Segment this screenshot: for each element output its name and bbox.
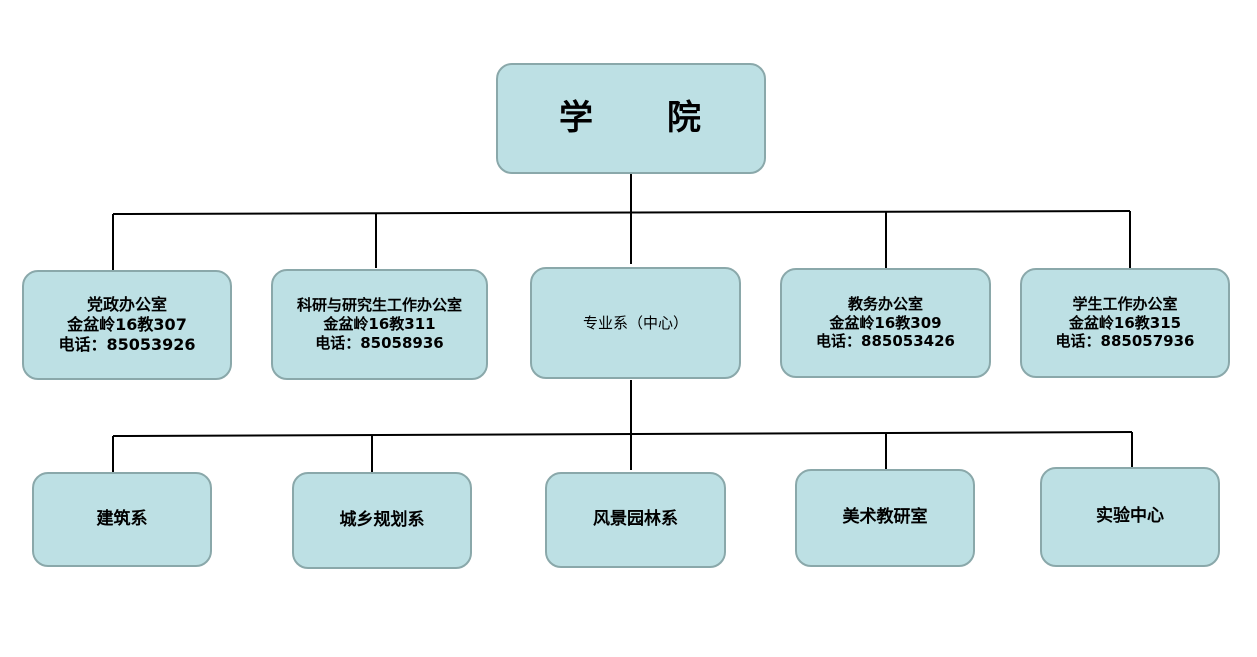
department-name: 党政办公室 <box>86 295 167 314</box>
department-location: 金盆岭16教307 <box>67 315 187 334</box>
department-node-research-office: 科研与研究生工作办公室 金盆岭16教311 电话：85058936 <box>271 269 488 380</box>
root-label: 学 院 <box>559 98 703 139</box>
unit-node-lab-center: 实验中心 <box>1040 467 1220 567</box>
level1-bus <box>112 210 1131 215</box>
unit-node-urban-planning: 城乡规划系 <box>292 472 472 569</box>
department-node-party-office: 党政办公室 金盆岭16教307 电话：85053926 <box>22 270 232 380</box>
unit-name: 建筑系 <box>96 508 148 529</box>
department-name: 专业系（中心） <box>582 313 688 332</box>
unit-name: 城乡规划系 <box>339 509 425 530</box>
unit-node-landscape: 风景园林系 <box>545 472 726 568</box>
unit-name: 风景园林系 <box>593 509 678 530</box>
unit-node-fine-arts: 美术教研室 <box>795 469 975 567</box>
department-location: 金盆岭16教315 <box>1068 313 1182 332</box>
department-phone: 电话：85053926 <box>58 335 196 354</box>
unit-node-architecture: 建筑系 <box>32 472 212 567</box>
root-node: 学 院 <box>496 63 766 174</box>
department-node-professional-departments: 专业系（中心） <box>530 267 741 379</box>
department-phone: 电话：885053426 <box>816 332 955 351</box>
department-name: 教务办公室 <box>847 294 923 313</box>
department-phone: 电话：85058936 <box>315 333 444 352</box>
level2-bus <box>112 431 1133 437</box>
unit-name: 美术教研室 <box>842 507 928 528</box>
department-node-student-affairs: 学生工作办公室 金盆岭16教315 电话：885057936 <box>1020 268 1230 378</box>
department-node-academic-affairs: 教务办公室 金盆岭16教309 电话：885053426 <box>780 268 991 378</box>
department-name: 学生工作办公室 <box>1072 294 1178 313</box>
unit-name: 实验中心 <box>1096 506 1164 527</box>
department-name: 科研与研究生工作办公室 <box>296 296 462 315</box>
department-location: 金盆岭16教311 <box>323 315 436 334</box>
department-phone: 电话：885057936 <box>1055 332 1195 351</box>
department-location: 金盆岭16教309 <box>829 313 942 332</box>
